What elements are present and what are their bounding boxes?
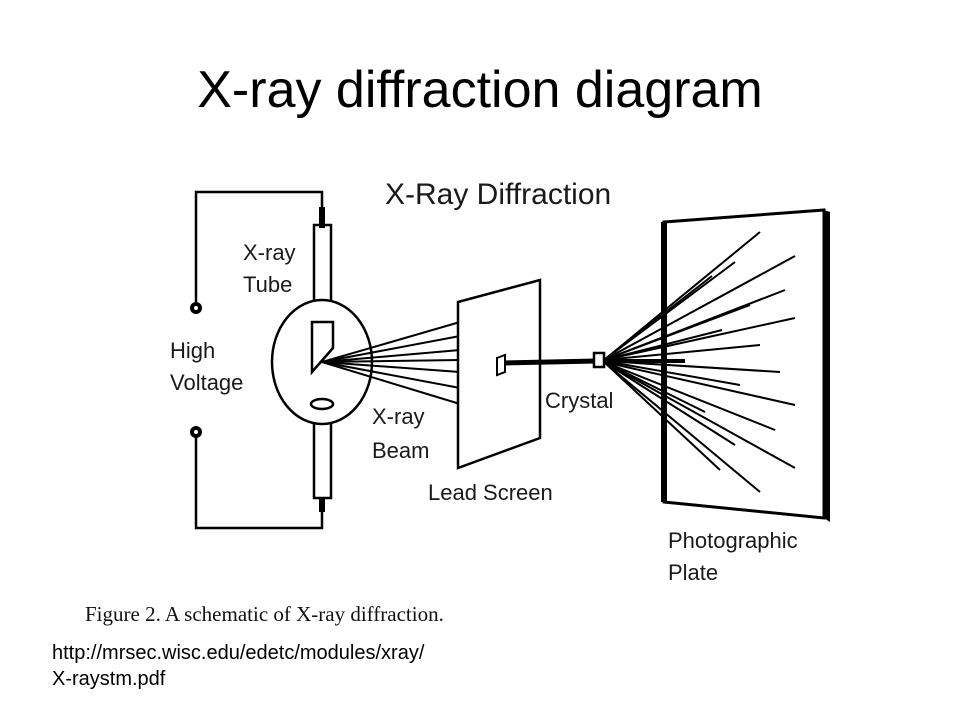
source-url-line2: X-raystm.pdf bbox=[52, 668, 166, 690]
slide-title: X-ray diffraction diagram bbox=[197, 61, 763, 119]
source-url-line1: http://mrsec.wisc.edu/edetc/modules/xray… bbox=[52, 642, 425, 664]
source-url: http://mrsec.wisc.edu/edetc/modules/xray… bbox=[52, 640, 424, 692]
diagram-heading: X-Ray Diffraction bbox=[385, 178, 611, 211]
label-photographic-plate-line2: Plate bbox=[668, 560, 718, 585]
figure-caption: Figure 2. A schematic of X-ray diffracti… bbox=[85, 602, 444, 626]
photographic-plate bbox=[661, 208, 830, 522]
circuit-wires bbox=[194, 190, 324, 530]
terminal-negative bbox=[190, 426, 202, 438]
label-high-voltage-line1: High bbox=[170, 338, 215, 363]
diffracted-rays bbox=[603, 231, 796, 493]
label-crystal: Crystal bbox=[545, 388, 613, 413]
label-lead-screen: Lead Screen bbox=[428, 480, 553, 505]
label-high-voltage-line2: Voltage bbox=[170, 370, 243, 395]
terminal-positive bbox=[190, 302, 202, 314]
label-photographic-plate-line1: Photographic bbox=[668, 528, 798, 553]
xray-beam-rays bbox=[321, 321, 461, 405]
crystal bbox=[592, 351, 606, 369]
label-xray-tube-line1: X-ray bbox=[243, 240, 296, 265]
label-xray-beam-line1: X-ray bbox=[372, 404, 425, 429]
collimated-beam bbox=[496, 353, 597, 377]
label-xray-beam-line2: Beam bbox=[372, 438, 429, 463]
label-xray-tube-line2: Tube bbox=[243, 272, 292, 297]
